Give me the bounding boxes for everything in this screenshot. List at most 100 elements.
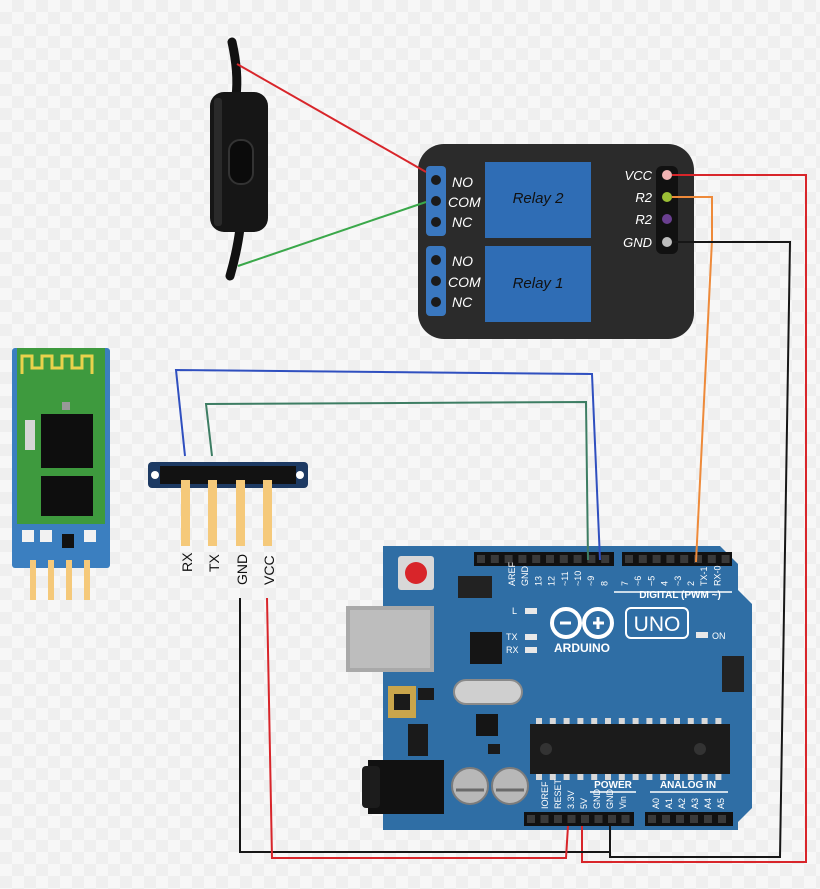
digital-hole bbox=[587, 555, 596, 563]
voltage-regulator bbox=[408, 724, 428, 756]
chip-pin bbox=[701, 774, 708, 780]
led-rx bbox=[525, 647, 537, 653]
relay-pin-label-gnd: GND bbox=[623, 235, 652, 250]
digital-hole bbox=[573, 555, 582, 563]
relay-module: NO COM NC NO COM NC Relay 2 Relay 1 VCC … bbox=[418, 144, 694, 339]
digital-hole bbox=[721, 555, 730, 563]
power-hole bbox=[567, 815, 576, 823]
chip-pin bbox=[660, 718, 667, 724]
analog-hole bbox=[690, 815, 698, 823]
icsp-header-right bbox=[722, 656, 744, 692]
bluetooth-module bbox=[12, 348, 110, 600]
uno-badge bbox=[625, 607, 689, 639]
led-l bbox=[525, 608, 537, 614]
wire-relay-vcc-to-5v bbox=[581, 174, 807, 863]
analog-pin-label: A1 bbox=[664, 798, 674, 809]
power-hole bbox=[608, 815, 616, 823]
power-header bbox=[524, 812, 634, 826]
relay-1-block bbox=[485, 246, 591, 322]
terminal-label-nc-2: NC bbox=[452, 214, 473, 230]
usb-port-inner bbox=[350, 610, 430, 668]
chip-pin bbox=[632, 718, 639, 724]
bt-smd-3 bbox=[62, 534, 74, 548]
power-hole bbox=[581, 815, 589, 823]
bt-smd-4 bbox=[84, 530, 96, 542]
relay-pin-label-r2-a: R2 bbox=[635, 190, 652, 205]
digital-pin-label: 13 bbox=[533, 576, 543, 586]
terminal-screw-nc-1 bbox=[431, 297, 441, 307]
chip-pin bbox=[536, 718, 542, 724]
bt-chip-upper bbox=[41, 414, 93, 468]
digital-hole bbox=[680, 555, 689, 563]
digital-hole bbox=[559, 555, 568, 563]
switch-rocker[interactable] bbox=[228, 139, 254, 185]
relay-pin-gnd bbox=[662, 237, 672, 247]
chip-pin bbox=[577, 774, 584, 780]
digital-pin-label: 8 bbox=[599, 581, 609, 586]
reset-button[interactable] bbox=[405, 562, 427, 584]
power-pin-label: 5V bbox=[579, 798, 589, 809]
digital-hole bbox=[518, 555, 527, 563]
digital-pin-label: ~6 bbox=[633, 576, 643, 586]
chip-pin bbox=[591, 718, 598, 724]
terminal-label-com-1: COM bbox=[448, 274, 481, 290]
digital-header-right bbox=[622, 552, 732, 566]
chip-pin bbox=[687, 774, 694, 780]
chip-pin bbox=[618, 774, 625, 780]
wire-switch-to-relay-com bbox=[237, 201, 427, 267]
power-pin-label: Vin bbox=[618, 796, 628, 809]
analog-pin-label: A4 bbox=[703, 798, 713, 809]
chip-pin bbox=[687, 718, 694, 724]
led-tx bbox=[525, 634, 537, 640]
relay-pin-header bbox=[656, 166, 678, 254]
digital-hole bbox=[601, 555, 610, 563]
digital-hole bbox=[666, 555, 675, 563]
chip-pin bbox=[715, 718, 722, 724]
arduino-infinity-logo bbox=[550, 607, 614, 639]
analog-hole bbox=[662, 815, 670, 823]
digital-pin-label: ~5 bbox=[646, 576, 656, 586]
relay-1-label: Relay 1 bbox=[513, 275, 564, 292]
header-label-rx: RX bbox=[179, 552, 195, 572]
digital-pin-label: ~11 bbox=[560, 571, 570, 586]
wire-header-vcc bbox=[266, 597, 569, 859]
chip-pin bbox=[701, 718, 708, 724]
chip-pin bbox=[674, 718, 680, 724]
relay-pin-label-r2-b: R2 bbox=[635, 212, 652, 227]
digital-hole bbox=[638, 555, 647, 563]
led-label-rx: RX bbox=[506, 645, 519, 655]
digital-pin-label: AREF bbox=[507, 561, 517, 586]
led-on bbox=[696, 632, 708, 638]
arduino-logo-text: ARDUINO bbox=[554, 641, 610, 655]
relay-2-block bbox=[485, 162, 591, 238]
switch-cable-bottom bbox=[225, 223, 245, 281]
terminal-screw-no-2 bbox=[431, 175, 441, 185]
digital-pin-label: GND bbox=[520, 566, 530, 587]
chip-pin bbox=[646, 774, 653, 780]
chip-pin bbox=[591, 774, 598, 780]
terminal-label-no-1: NO bbox=[452, 253, 473, 269]
header-pin-tx bbox=[208, 480, 217, 546]
analog-pin-label: A3 bbox=[690, 798, 700, 809]
power-hole bbox=[540, 815, 549, 823]
power-hole bbox=[527, 815, 535, 823]
power-hole bbox=[554, 815, 562, 823]
analog-hole bbox=[718, 815, 726, 823]
led-label-tx: TX bbox=[506, 632, 518, 642]
terminal-screw-no-1 bbox=[431, 255, 441, 265]
capacitor-1 bbox=[451, 767, 489, 805]
regulator-chip bbox=[476, 714, 498, 736]
digital-pin-label: 7 bbox=[620, 581, 630, 586]
analog-hole bbox=[676, 815, 684, 823]
digital-pin-label: RX-0 bbox=[712, 565, 722, 586]
bottom-header-holes bbox=[527, 815, 726, 823]
header-pin-rx bbox=[181, 480, 190, 546]
chip-pin bbox=[660, 774, 667, 780]
bt-pin-3 bbox=[66, 560, 72, 600]
led-label-on: ON bbox=[712, 631, 726, 641]
chip-pin bbox=[646, 718, 653, 724]
bt-chip-lower bbox=[41, 476, 93, 516]
led-label-l: L bbox=[512, 606, 517, 616]
